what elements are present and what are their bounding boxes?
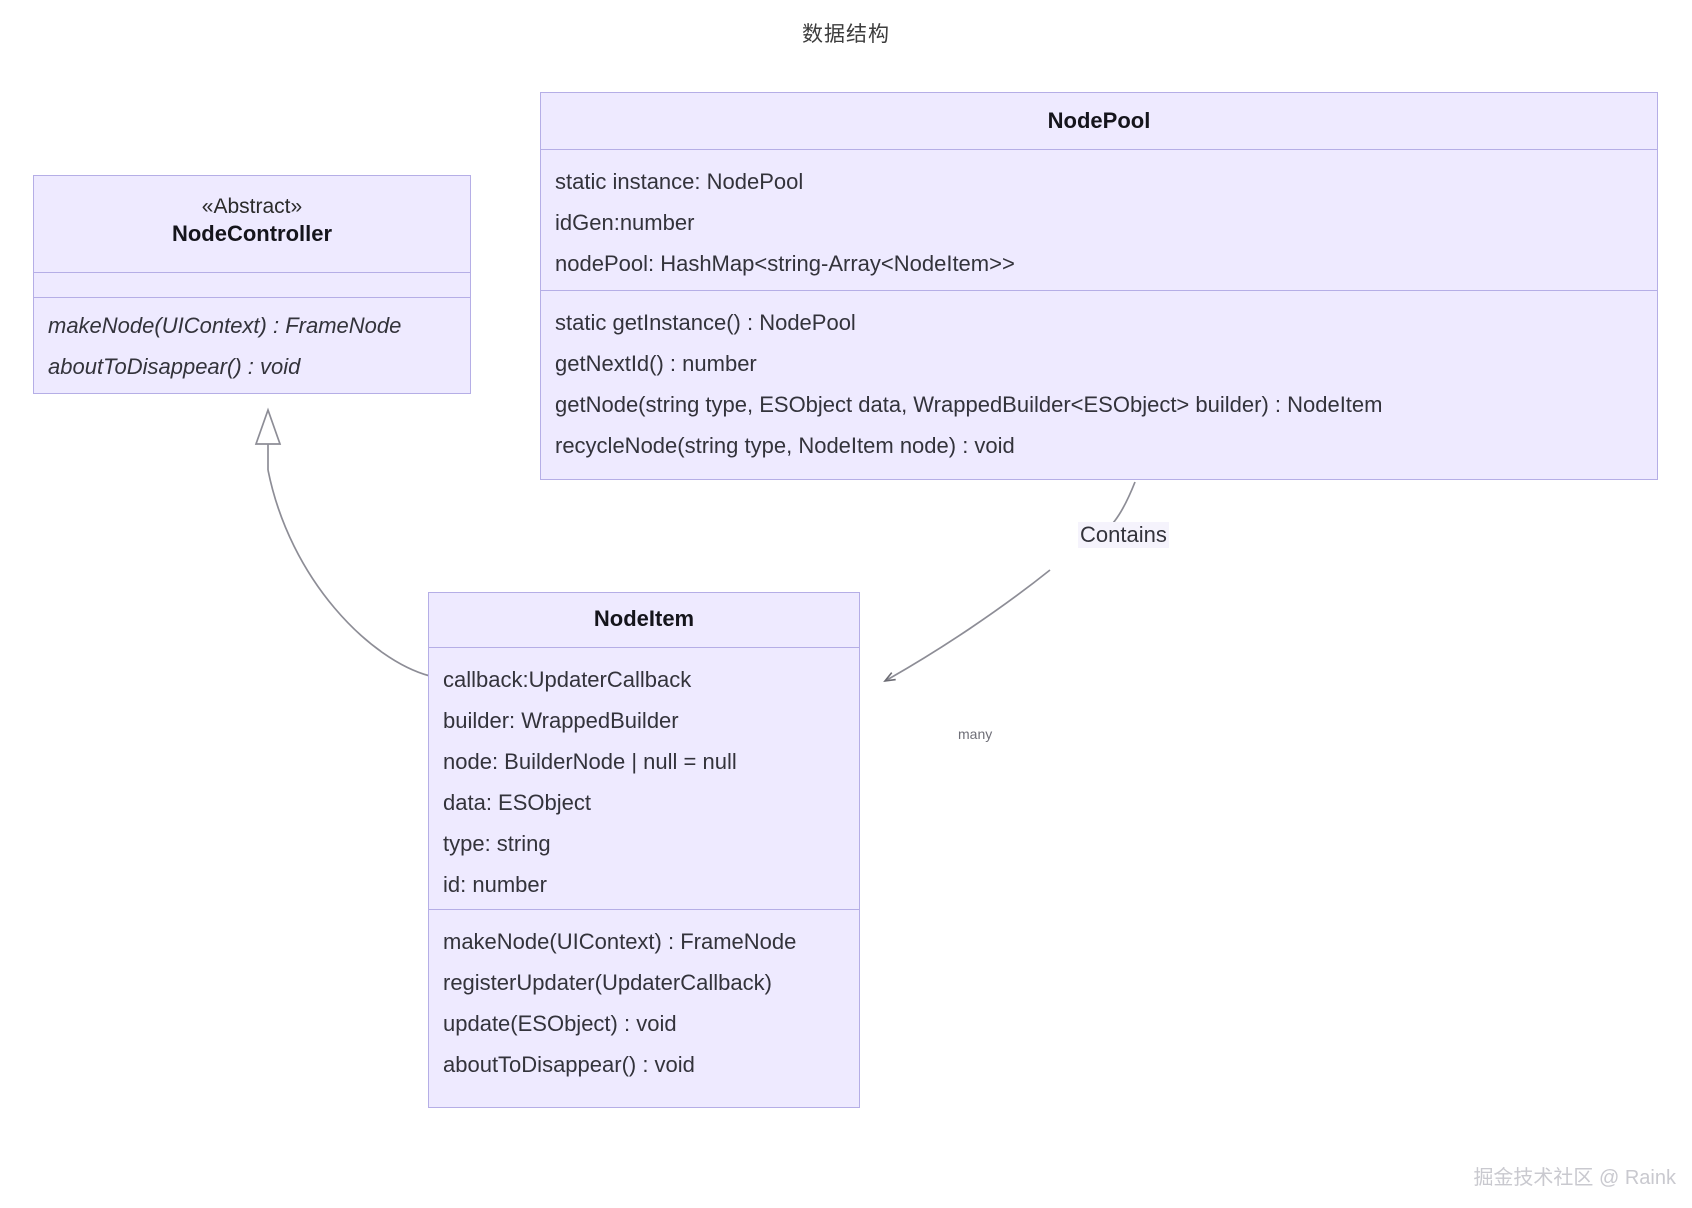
- class-name: NodeItem: [593, 606, 695, 631]
- diagram-title: 数据结构: [802, 23, 890, 46]
- attribute-row: static instance: NodePool: [555, 169, 804, 194]
- attribute-row: id: number: [443, 871, 547, 897]
- class-header-node-item: NodeItem: [429, 593, 859, 648]
- attribute-row: data: ESObject: [443, 789, 591, 815]
- class-name: NodePool: [1047, 108, 1151, 133]
- edge-multiplicity-many: many: [958, 726, 993, 742]
- method-row: makeNode(UIContext) : FrameNode: [48, 313, 402, 338]
- class-stereotype: «Abstract»: [201, 195, 303, 218]
- method-row: makeNode(UIContext) : FrameNode: [443, 929, 797, 954]
- method-row: getNextId() : number: [555, 350, 757, 376]
- edge-generalization: [254, 407, 431, 677]
- attribute-row: node: BuilderNode | null = null: [443, 748, 737, 774]
- watermark: 掘金技术社区 @ Raink: [1473, 1167, 1676, 1189]
- class-node-item[interactable]: NodeItem callback:UpdaterCallback builde…: [428, 592, 860, 1108]
- attributes-compartment-node-pool: static instance: NodePool idGen:number n…: [541, 150, 1657, 290]
- attribute-row: idGen:number: [555, 209, 695, 235]
- method-row: static getInstance() : NodePool: [555, 310, 856, 335]
- edge-contains: [883, 481, 1136, 683]
- method-row: getNode(string type, ESObject data, Wrap…: [555, 391, 1383, 417]
- attributes-compartment-node-item: callback:UpdaterCallback builder: Wrappe…: [429, 648, 859, 909]
- attribute-row: callback:UpdaterCallback: [443, 667, 692, 692]
- methods-compartment-node-pool: static getInstance() : NodePool getNextI…: [541, 290, 1657, 479]
- attribute-row: type: string: [443, 830, 551, 856]
- method-row: aboutToDisappear() : void: [443, 1051, 695, 1077]
- method-row: recycleNode(string type, NodeItem node) …: [555, 432, 1015, 458]
- method-row: registerUpdater(UpdaterCallback): [443, 969, 772, 995]
- methods-compartment-node-controller: makeNode(UIContext) : FrameNode aboutToD…: [34, 297, 470, 393]
- edge-label-contains: Contains: [1078, 522, 1169, 548]
- class-node-controller[interactable]: «Abstract» NodeController makeNode(UICon…: [33, 175, 471, 394]
- attribute-row: nodePool: HashMap<string-Array<NodeItem>…: [555, 250, 1015, 276]
- class-name: NodeController: [171, 221, 333, 247]
- method-row: aboutToDisappear() : void: [48, 353, 301, 379]
- class-node-pool[interactable]: NodePool static instance: NodePool idGen…: [540, 92, 1658, 480]
- class-header-node-controller: «Abstract» NodeController: [34, 176, 470, 273]
- attribute-row: builder: WrappedBuilder: [443, 707, 679, 733]
- attributes-compartment-node-controller: [34, 273, 470, 297]
- class-header-node-pool: NodePool: [541, 93, 1657, 150]
- method-row: update(ESObject) : void: [443, 1010, 677, 1036]
- methods-compartment-node-item: makeNode(UIContext) : FrameNode register…: [429, 909, 859, 1107]
